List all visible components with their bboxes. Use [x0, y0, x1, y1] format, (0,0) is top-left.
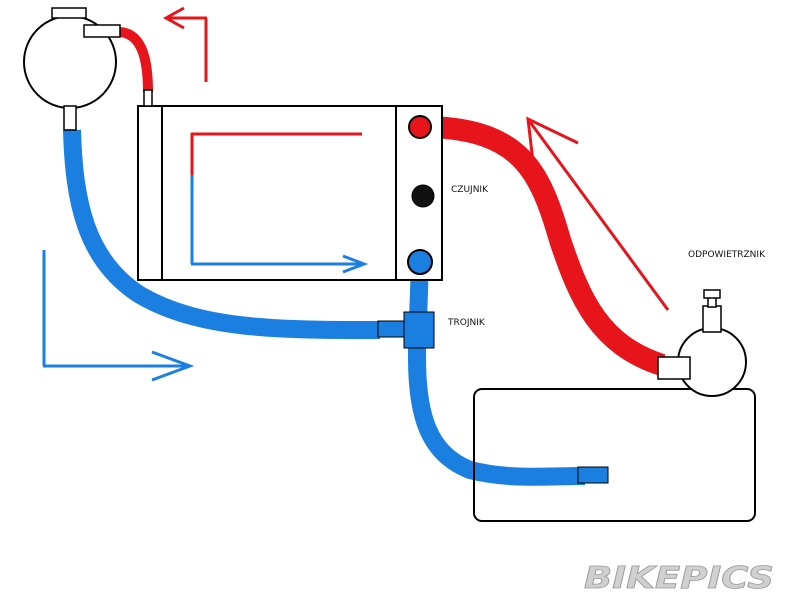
cold-flow-arrow-left	[42, 250, 195, 382]
tee-connector	[377, 311, 435, 349]
bleeder-label: ODPOWIETRZNIK	[688, 250, 766, 260]
radiator-outlet-port	[407, 249, 433, 275]
engine-block	[473, 388, 756, 522]
engine-inlet-nipple	[577, 466, 609, 484]
sensor-label: CZUJNIK	[451, 185, 489, 195]
hot-hose-engine-to-radiator	[429, 116, 666, 376]
hot-hose-radiator-to-reservoir	[117, 27, 153, 93]
expansion-reservoir	[23, 7, 121, 131]
tee-label: TROJNIK	[447, 318, 486, 328]
bleeder-valve	[657, 289, 747, 397]
hot-flow-arrow-top	[162, 6, 208, 82]
temperature-sensor	[411, 184, 435, 208]
radiator	[137, 89, 443, 281]
hot-flow-arrow-diagonal	[526, 116, 670, 311]
radiator-inlet-port	[408, 115, 432, 139]
radiator-flow-arrow	[190, 132, 369, 274]
cold-hose-reservoir-to-tee	[63, 129, 381, 339]
watermark-logo: BIKEPICS	[584, 561, 774, 596]
cold-hose-radiator-to-engine	[407, 261, 586, 486]
